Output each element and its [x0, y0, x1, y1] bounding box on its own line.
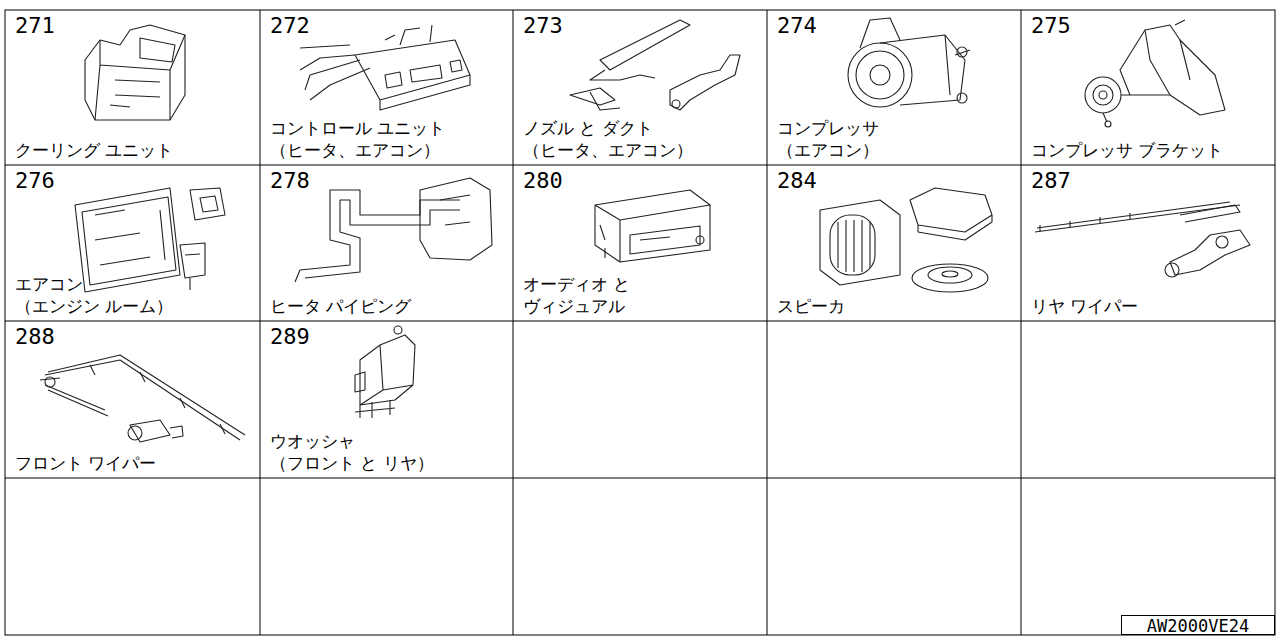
- catalog-cell: 272 コントロール ユニット （ヒータ、エアコン）: [260, 10, 513, 165]
- catalog-cell: 288 フロント ワイパー: [5, 321, 260, 478]
- callout-number: 284: [777, 169, 817, 193]
- part-name-line: ウオッシャ: [270, 430, 434, 452]
- catalog-cell: 280 オーディオ と ヴィジュアル: [513, 165, 767, 321]
- part-name-line: コンプレッサ: [777, 117, 879, 139]
- callout-number: 280: [523, 169, 563, 193]
- catalog-cell: 274 コンプレッサ （エアコン）: [767, 10, 1021, 165]
- part-name: コントロール ユニット （ヒータ、エアコン）: [270, 117, 445, 161]
- callout-number: 272: [270, 14, 310, 38]
- part-name-line: （ヒータ、エアコン）: [270, 139, 445, 161]
- drawing-code-box: AW2000VE24: [1121, 615, 1275, 635]
- catalog-cell: 278 ヒータ パイピング: [260, 165, 513, 321]
- catalog-cell: 287 リヤ ワイパー: [1021, 165, 1275, 321]
- callout-number: 274: [777, 14, 817, 38]
- callout-number: 288: [15, 325, 55, 349]
- callout-number: 276: [15, 169, 55, 193]
- catalog-cell: 284 スピーカ: [767, 165, 1021, 321]
- part-name-line: （エンジン ルーム）: [15, 295, 173, 317]
- callout-number: 287: [1031, 169, 1071, 193]
- part-name: ヒータ パイピング: [270, 295, 411, 317]
- catalog-cell: 273 ノズル と ダクト （ヒータ、エアコン）: [513, 10, 767, 165]
- callout-number: 275: [1031, 14, 1071, 38]
- part-name-line: コントロール ユニット: [270, 117, 445, 139]
- part-name: リヤ ワイパー: [1031, 295, 1138, 317]
- part-name: エアコン （エンジン ルーム）: [15, 273, 173, 317]
- part-name: ノズル と ダクト （ヒータ、エアコン）: [523, 117, 693, 161]
- catalog-cell: 275 コンプレッサ ブラケット: [1021, 10, 1275, 165]
- callout-number: 278: [270, 169, 310, 193]
- part-name-line: （エアコン）: [777, 139, 879, 161]
- part-name: フロント ワイパー: [15, 452, 156, 474]
- part-name: ウオッシャ （フロント と リヤ）: [270, 430, 434, 474]
- part-name-line: ノズル と ダクト: [523, 117, 693, 139]
- part-name: オーディオ と ヴィジュアル: [523, 273, 663, 317]
- callout-number: 271: [15, 14, 55, 38]
- part-name-line: （ヒータ、エアコン）: [523, 139, 693, 161]
- catalog-cell: 276 エアコン （エンジン ルーム）: [5, 165, 260, 321]
- catalog-cell: 271 クーリング ユニット: [5, 10, 260, 165]
- catalog-cell: 289 ウオッシャ （フロント と リヤ）: [260, 321, 513, 478]
- part-name: スピーカ: [777, 295, 845, 317]
- part-name: コンプレッサ （エアコン）: [777, 117, 879, 161]
- part-name: クーリング ユニット: [15, 139, 173, 161]
- part-name: コンプレッサ ブラケット: [1031, 139, 1223, 161]
- part-name-line: エアコン: [15, 273, 173, 295]
- callout-number: 289: [270, 325, 310, 349]
- part-name-line: （フロント と リヤ）: [270, 452, 434, 474]
- drawing-code: AW2000VE24: [1122, 616, 1274, 636]
- callout-number: 273: [523, 14, 563, 38]
